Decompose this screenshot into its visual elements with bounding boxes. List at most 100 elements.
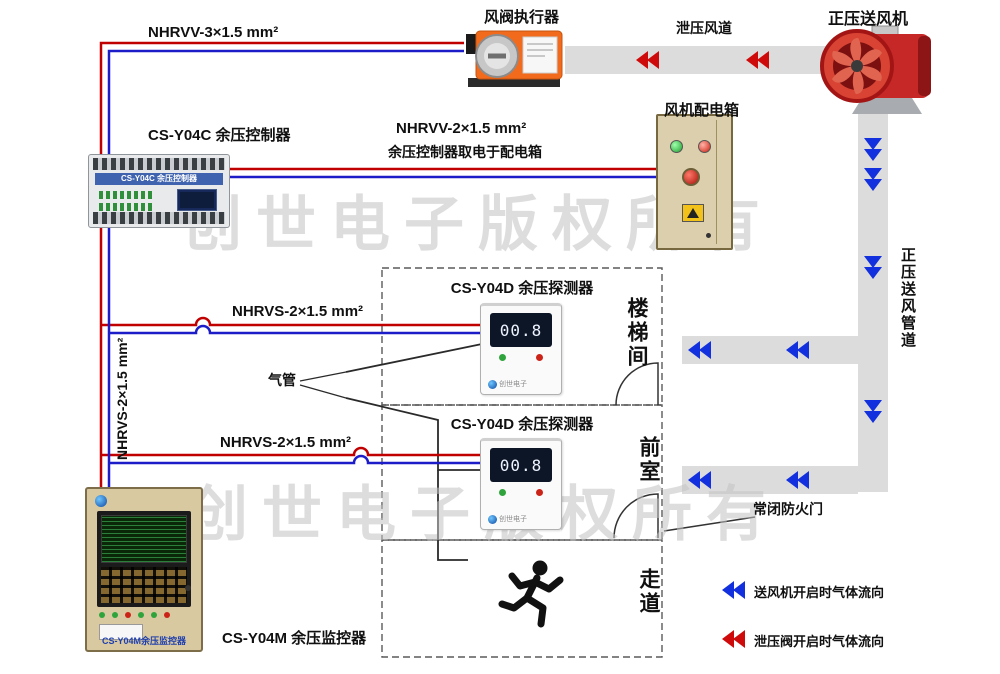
- label-room-stairwell: 楼梯间: [625, 297, 648, 369]
- brand-logo-icon: [488, 514, 497, 524]
- label-monitor-title: CS-Y04M 余压监控器: [222, 630, 367, 647]
- wire-red-detector1: [101, 316, 482, 327]
- warning-sticker-icon: [682, 204, 704, 222]
- label-damper-actuator: 风阀执行器: [484, 9, 560, 26]
- blue-down-arrow-icon: [864, 138, 882, 161]
- monitor-faceplate-label: CS-Y04M余压监控器: [101, 636, 186, 646]
- detector-status-leds: [481, 489, 561, 496]
- brand-name: 创世电子: [499, 516, 527, 523]
- pressure-detector-stairwell: 00.8 创世电子: [480, 303, 562, 395]
- relief-duct-shape: [565, 46, 835, 74]
- air-tubes: [299, 343, 483, 561]
- led-icon: [138, 612, 144, 618]
- blue-left-arrow-icon: [688, 341, 711, 359]
- power-distribution-box: [656, 114, 733, 250]
- legend-blue-arrow-icon: [722, 581, 745, 599]
- monitor-screen: [101, 515, 187, 563]
- terminal-strip: [93, 212, 225, 224]
- controller-terminals: [99, 203, 155, 211]
- monitor-slot: [99, 624, 143, 640]
- air-tube-detector2: [345, 397, 482, 471]
- detector-display: 00.8: [490, 448, 552, 482]
- relief-flow-arrows: [636, 51, 769, 69]
- pressure-monitor-device: CS-Y04M余压监控器: [85, 487, 203, 652]
- detector-display: 00.8: [490, 313, 552, 347]
- label-fan-title: 正压送风机: [828, 11, 909, 28]
- label-cable-nhrvs-1: NHRVS-2×1.5 mm²: [232, 303, 364, 320]
- brand-logo-icon: [95, 495, 107, 507]
- brand-name: 创世电子: [499, 381, 527, 388]
- legend-red-arrow-icon: [722, 630, 745, 648]
- label-relief-duct: 泄压风道: [676, 20, 732, 36]
- label-power-box-title: 风机配电箱: [664, 102, 740, 119]
- controller-device: CS-Y04C 余压控制器: [88, 154, 230, 228]
- emergency-stop-button: [682, 168, 700, 186]
- controller-faceplate-label: CS-Y04C 余压控制器: [95, 173, 223, 185]
- label-cable-nhrvv2: NHRVV-2×1.5 mm²: [396, 120, 527, 137]
- air-tube-pointer-1: [299, 371, 347, 382]
- label-power-note: 余压控制器取电于配电箱: [388, 144, 542, 160]
- red-left-arrow-icon: [636, 51, 659, 69]
- wires-blue: [107, 49, 658, 489]
- door-arc-stairwell: [615, 362, 659, 406]
- run-led-icon: [499, 489, 506, 496]
- label-fire-door: 常闭防火门: [753, 501, 823, 517]
- terminal-strip: [93, 158, 225, 170]
- supply-duct-branch-frontroom: [682, 466, 858, 494]
- led-icon: [125, 612, 131, 618]
- controller-terminals: [99, 191, 155, 199]
- room-box-frontroom: [381, 404, 663, 541]
- blue-left-arrow-icon: [688, 471, 711, 489]
- blue-down-arrow-icon: [864, 256, 882, 279]
- blue-down-arrow-icon: [864, 168, 882, 191]
- label-controller-title: CS-Y04C 余压控制器: [148, 127, 291, 144]
- cabinet-door-seam: [716, 120, 717, 244]
- room-outlines: [381, 267, 663, 658]
- label-cable-nhrvs-2: NHRVS-2×1.5 mm²: [220, 434, 352, 451]
- led-icon: [164, 612, 170, 618]
- red-indicator-light: [698, 140, 711, 153]
- legend-relief-flow-text: 泄压阀开启时气体流向: [754, 634, 885, 649]
- detector-display-value: 00.8: [499, 455, 543, 475]
- label-room-frontroom: 前室: [637, 436, 660, 484]
- door-arc-frontroom: [613, 493, 659, 539]
- legend-supply-flow-text: 送风机开启时气体流向: [754, 585, 885, 600]
- detector-display-value: 00.8: [499, 320, 543, 340]
- label-detector2-title: CS-Y04D 余压探测器: [450, 416, 594, 433]
- monitor-keypad: [101, 567, 187, 603]
- fault-led-icon: [536, 354, 543, 361]
- wire-blue-detector1: [109, 324, 482, 335]
- detector-status-leds: [481, 354, 561, 361]
- room-box-stairwell: [381, 267, 663, 406]
- label-cable-nhrvs-vertical: NHRVS-2×1.5 mm²: [114, 337, 130, 460]
- supply-duct-vertical-shape: [858, 105, 888, 492]
- cabinet-keyhole: [185, 585, 191, 591]
- wire-red-detector2: [101, 446, 482, 457]
- blue-left-arrow-icon: [786, 471, 809, 489]
- led-icon: [112, 612, 118, 618]
- blue-down-arrow-icon: [864, 400, 882, 423]
- controller-screen: [177, 189, 217, 211]
- green-indicator-light: [670, 140, 683, 153]
- air-tube-pointer-2: [299, 384, 347, 399]
- label-cable-nhrvv3: NHRVV-3×1.5 mm²: [148, 24, 279, 41]
- supply-flow-arrows: [688, 138, 882, 489]
- wire-blue-detector2: [109, 454, 482, 465]
- blue-left-arrow-icon: [786, 341, 809, 359]
- brand-badge: 创世电子: [488, 514, 527, 524]
- red-left-arrow-icon: [746, 51, 769, 69]
- monitor-panel: [97, 511, 191, 607]
- fault-led-icon: [536, 489, 543, 496]
- wires-red: [99, 41, 658, 489]
- fire-door-pointer-line: [663, 516, 756, 532]
- run-led-icon: [499, 354, 506, 361]
- label-room-corridor: 走道: [637, 568, 660, 616]
- air-tube-corridor: [437, 470, 468, 561]
- pressure-fan-device: [820, 25, 931, 114]
- pressure-detector-frontroom: 00.8 创世电子: [480, 438, 562, 530]
- label-air-tube: 气管: [268, 372, 296, 388]
- supply-duct-branch-stairwell: [682, 336, 858, 364]
- led-icon: [151, 612, 157, 618]
- led-icon: [99, 612, 105, 618]
